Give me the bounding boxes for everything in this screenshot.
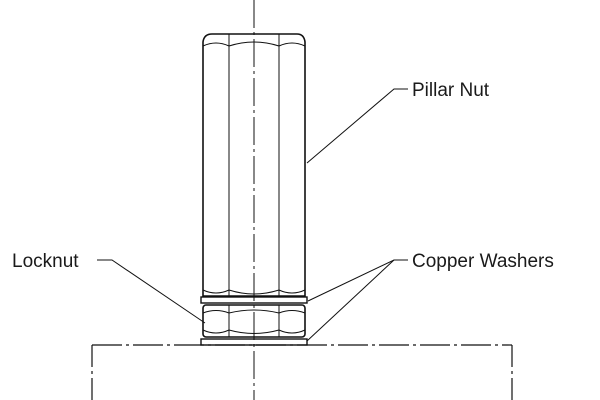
copper-washer-leader-lower [306, 259, 395, 342]
locknut-leader [97, 259, 206, 324]
pillar-nut-label: Pillar Nut [412, 80, 490, 101]
copper-washers-label: Copper Washers [412, 251, 554, 272]
copper-washer-leader-upper [307, 259, 408, 302]
pillar-nut-leader [306, 88, 408, 164]
lower-copper-washer [200, 338, 308, 346]
upper-copper-washer [200, 296, 308, 304]
locknut-body [202, 304, 306, 338]
pillar-nut-body [202, 33, 306, 297]
locknut-label: Locknut [12, 251, 79, 272]
base-plate-outline [91, 344, 513, 400]
